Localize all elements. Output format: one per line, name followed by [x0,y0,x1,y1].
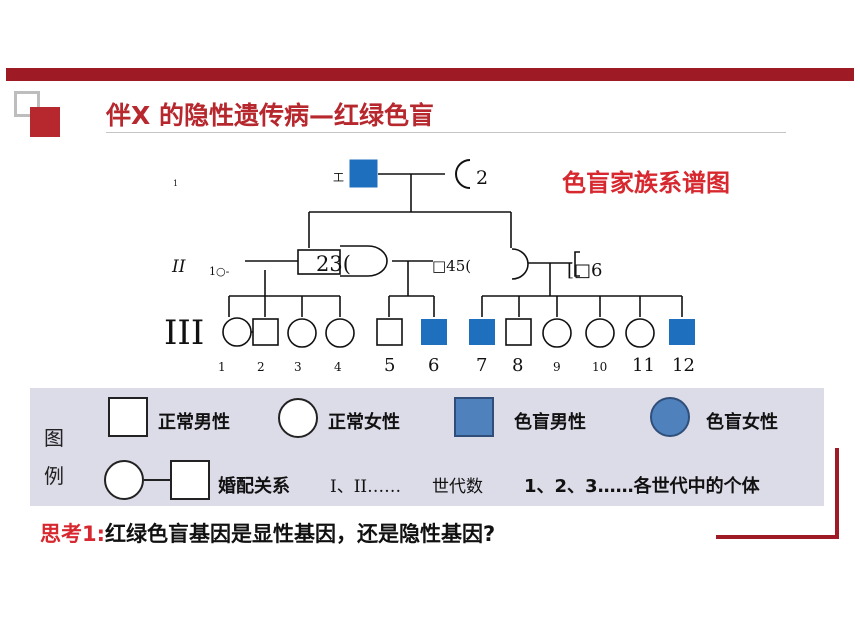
question-text: 红绿色盲基因是显性基因，还是隐性基因? [105,522,496,546]
gen1-label-2: 2 [476,167,488,189]
gen2-bracket-6 [574,251,580,277]
stray-mark-1: 1 [173,179,178,188]
gen2-label-6: [□6 [567,260,602,281]
legend-generation-prefix: I、II…… [330,477,402,497]
gen3-female-10 [585,318,615,348]
question-line: 思考1:红绿色盲基因是显性基因，还是隐性基因? [40,518,495,548]
gen2-label-23: 23( [316,252,351,276]
gen3-number-3: 3 [294,360,302,374]
gen1-female [455,159,471,189]
gen2-label-45: □45( [432,257,471,275]
legend-affected-male-label: 色盲男性 [514,412,586,433]
gen2-female-5 [511,248,529,280]
question-accent-bracket [835,448,839,539]
header-decoration-icon [14,91,66,141]
legend-panel: 图 例 正常男性 正常女性 色盲男性 色盲女性 婚配关系 I、II…… 世代数 … [30,388,824,506]
stray-mark-gen2: 1○- [209,265,230,278]
legend-normal-female-label: 正常女性 [328,412,400,433]
legend-individual-label: 1、2、3……各世代中的个体 [524,476,760,497]
gen3-number-8: 8 [512,355,523,376]
legend-affected-female-label: 色盲女性 [706,412,778,433]
gen1-affected-male [349,159,378,188]
title-underline [106,132,786,133]
question-accent-line [716,535,838,539]
gen3-male-5 [376,318,403,346]
gen3-number-6: 6 [428,355,439,376]
gen3-affected-male-6 [421,319,447,345]
legend-side-label-bottom: 例 [44,464,64,488]
gen3-male-2 [252,318,279,346]
gen3-number-7: 7 [476,355,487,376]
legend-affected-male-icon [454,397,494,437]
gen3-affected-male-12 [669,319,695,345]
gen3-number-1: 1 [218,360,226,374]
gen3-male-8 [505,318,532,346]
gen3-female-4 [325,318,355,348]
gen3-female-1 [222,317,252,347]
slide-title: 伴X 的隐性遗传病—红绿色盲 [106,101,434,130]
gen3-female-3 [287,318,317,348]
top-accent-bar [6,68,854,81]
gen2-female-3 [367,245,388,277]
question-label: 思考1: [40,522,106,546]
gen3-number-12: 12 [672,355,695,376]
pedigree-chart: 1 工 2 II 1○- 23( □45( [□6 III 1 2 3 4 5 … [164,159,695,376]
filled-square [30,107,60,137]
gen3-number-4: 4 [334,360,342,374]
gen2-male-2 [297,249,341,275]
gen3-number-5: 5 [384,355,395,376]
gen3-number-10: 10 [592,360,607,374]
gen3-number-11: 11 [632,355,655,376]
legend-side-label-top: 图 [44,426,64,450]
legend-normal-male-icon [108,397,148,437]
legend-normal-male-label: 正常男性 [158,412,230,433]
legend-marriage-male-icon [170,460,210,500]
stray-mark-gen1: 工 [333,171,344,184]
gen3-number-9: 9 [553,360,561,374]
pedigree-subtitle: 色盲家族系谱图 [562,169,730,197]
gen-label-ii: II [171,257,186,277]
legend-generation-label: 世代数 [432,477,483,497]
gen-label-iii: III [164,313,204,353]
legend-marriage-line [144,479,170,481]
gen3-female-9 [542,318,572,348]
legend-marriage-female-icon [104,460,144,500]
gen3-affected-male-7 [469,319,495,345]
legend-marriage-label: 婚配关系 [218,476,290,497]
legend-affected-female-icon [650,397,690,437]
gen3-number-2: 2 [257,360,265,374]
legend-normal-female-icon [278,398,318,438]
gen3-female-11 [625,318,655,348]
